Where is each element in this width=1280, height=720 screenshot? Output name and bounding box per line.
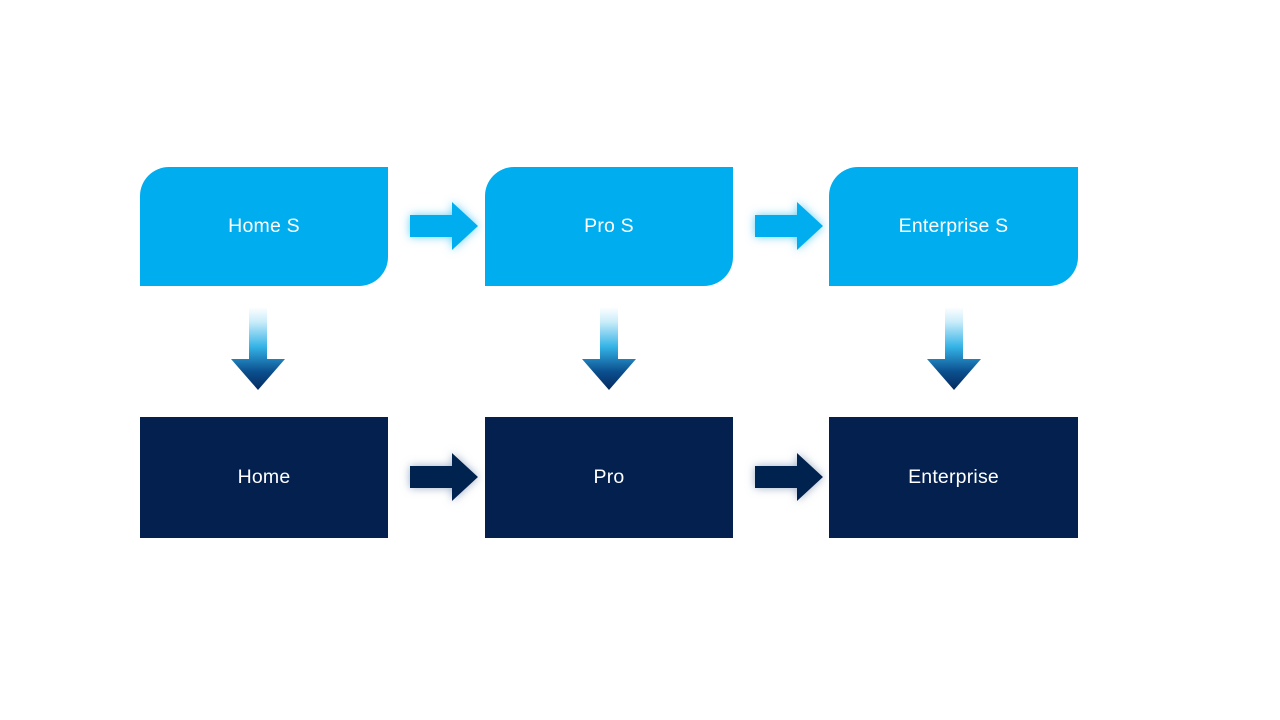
arrow-down-icon-home-s-to-home — [227, 307, 289, 393]
node-pro[interactable]: Pro — [485, 417, 733, 538]
arrow-down-icon-enterprise-s-to-enterprise — [923, 307, 985, 393]
node-pro-s-label: Pro S — [584, 214, 634, 237]
arrow-right-icon-pro-to-enterprise — [750, 448, 828, 506]
node-pro-label: Pro — [593, 465, 625, 488]
node-home-s[interactable]: Home S — [140, 167, 388, 286]
node-enterprise[interactable]: Enterprise — [829, 417, 1078, 538]
arrow-right-icon-pro-s-to-enterprise-s — [750, 197, 828, 255]
node-home-s-label: Home S — [228, 214, 300, 237]
arrow-right-icon-home-s-to-pro-s — [405, 197, 483, 255]
node-pro-s[interactable]: Pro S — [485, 167, 733, 286]
node-enterprise-s-label: Enterprise S — [898, 214, 1009, 237]
node-enterprise-label: Enterprise — [908, 465, 999, 488]
node-home-label: Home — [237, 465, 291, 488]
node-home[interactable]: Home — [140, 417, 388, 538]
arrow-right-icon-home-to-pro — [405, 448, 483, 506]
node-enterprise-s[interactable]: Enterprise S — [829, 167, 1078, 286]
arrow-down-icon-pro-s-to-pro — [578, 307, 640, 393]
